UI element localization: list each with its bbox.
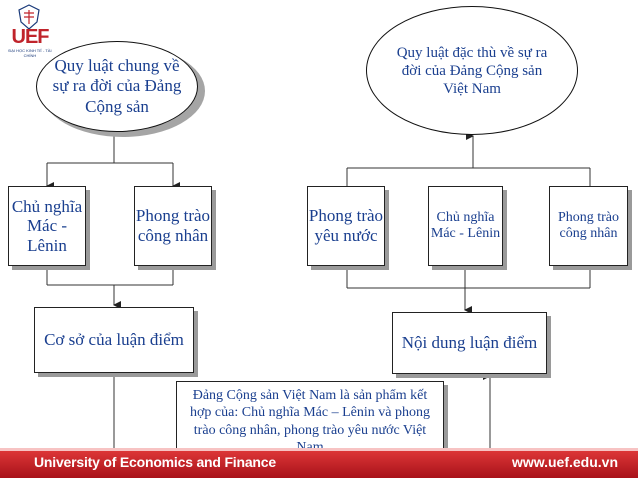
general-law-ellipse: Quy luật chung về sự ra đời của Đảng Cộn… [36, 41, 198, 132]
conclusion-label: Đảng Cộng sản Việt Nam là sản phẩm kết h… [190, 388, 430, 454]
workers-right-label: Phong trào công nhân [557, 209, 620, 241]
logo-subtext: ĐẠI HỌC KINH TẾ - TÀI CHÍNH [8, 48, 52, 58]
marxism-left-label: Chủ nghĩa Mác - Lênin [11, 196, 83, 255]
patriotic-label: Phong trào yêu nước [308, 206, 384, 245]
general-law-label: Quy luật chung về sự ra đời của Đảng Cộn… [52, 55, 182, 116]
content-label: Nội dung luận điểm [401, 333, 538, 353]
footer-university: University of Economics and Finance [34, 454, 276, 470]
basis-box: Cơ sở của luận điểm [34, 307, 194, 373]
footer-website: www.uef.edu.vn [511, 454, 618, 470]
footer-banner: University of Economics and Finance www.… [0, 448, 638, 478]
logo-text: UEF [11, 26, 50, 48]
crest-icon [18, 4, 40, 30]
uef-logo: UEF ĐẠI HỌC KINH TẾ - TÀI CHÍNH [4, 4, 56, 60]
workers-movement-box-right: Phong trào công nhân [549, 186, 628, 266]
marxism-leninism-box-right: Chủ nghĩa Mác - Lênin [428, 186, 503, 266]
workers-left-label: Phong trào công nhân [135, 206, 211, 245]
patriotic-movement-box: Phong trào yêu nước [307, 186, 385, 266]
footer-stripe [0, 448, 638, 451]
basis-label: Cơ sở của luận điểm [44, 330, 184, 350]
specific-law-ellipse: Quy luật đặc thù về sự ra đời của Đảng C… [366, 6, 578, 135]
content-box: Nội dung luận điểm [392, 312, 547, 374]
workers-movement-box-left: Phong trào công nhân [134, 186, 212, 266]
specific-law-label: Quy luật đặc thù về sự ra đời của Đảng C… [396, 44, 548, 97]
marxism-leninism-box-left: Chủ nghĩa Mác - Lênin [8, 186, 86, 266]
marxism-right-label: Chủ nghĩa Mác - Lênin [430, 209, 501, 241]
